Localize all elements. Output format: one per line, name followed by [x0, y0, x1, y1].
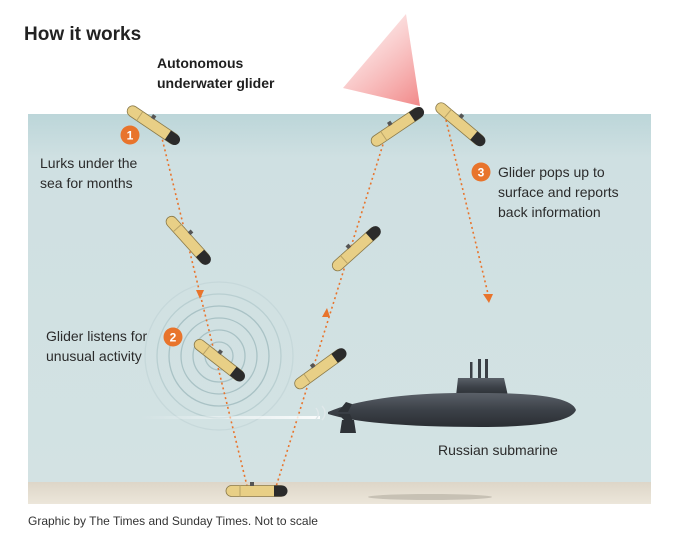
step-3-badge: 3 — [471, 162, 491, 182]
arrow-down-1-icon — [196, 290, 204, 299]
sonar-rings-icon — [144, 281, 294, 431]
step-2-line-1: Glider listens for — [46, 328, 148, 344]
path-dive-2 — [445, 119, 490, 299]
svg-text:3: 3 — [478, 166, 485, 180]
page-title: How it works — [24, 24, 142, 45]
step-3-text: Glider pops up to surface and reports ba… — [498, 162, 619, 222]
signal-cone — [343, 14, 420, 106]
step-3-line-3: back information — [498, 204, 601, 220]
path-dive-1 — [159, 129, 249, 491]
seabed — [28, 482, 651, 504]
step-2-badge: 2 — [163, 327, 183, 347]
step-3-line-1: Glider pops up to — [498, 164, 605, 180]
step-1-badge: 1 — [120, 125, 140, 145]
submarine-shadow — [368, 494, 492, 500]
glider-label-line-1: Autonomous — [157, 55, 244, 71]
step-2-line-2: unusual activity — [46, 348, 142, 364]
submarine-icon — [315, 359, 576, 433]
svg-text:1: 1 — [127, 129, 134, 143]
step-1-text: Lurks under the sea for months — [40, 153, 137, 193]
step-2-text: Glider listens for unusual activity — [46, 326, 147, 366]
path-rise — [274, 121, 391, 491]
sonar-beam — [140, 416, 320, 419]
svg-text:2: 2 — [170, 331, 177, 345]
arrow-down-2-icon — [483, 294, 493, 303]
step-3-line-2: surface and reports — [498, 184, 619, 200]
step-1-line-2: sea for months — [40, 175, 133, 191]
caption: Graphic by The Times and Sunday Times. N… — [28, 514, 318, 528]
glider-label: Autonomous underwater glider — [157, 53, 274, 93]
arrow-up-icon — [322, 308, 330, 317]
step-1-line-1: Lurks under the — [40, 155, 138, 171]
glider-label-line-2: underwater glider — [157, 75, 275, 91]
submarine-label: Russian submarine — [438, 442, 558, 458]
